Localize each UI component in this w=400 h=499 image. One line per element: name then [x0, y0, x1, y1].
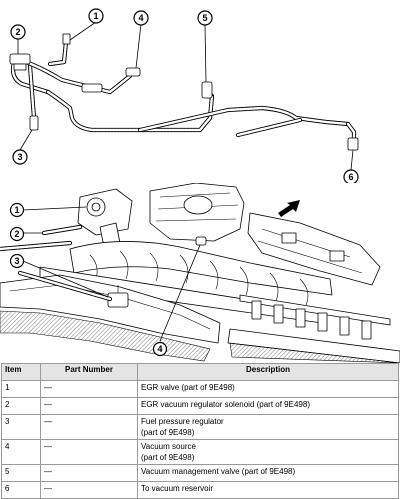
description-line: EGR valve (part of 9E498)	[141, 383, 235, 392]
callout-2: 2	[10, 24, 26, 40]
table-row: 6 — To vacuum reservoir	[1, 481, 399, 499]
table-row: 1 — EGR valve (part of 9E498)	[1, 380, 399, 398]
cylinder-head	[0, 274, 221, 362]
callout-4: 4	[133, 10, 149, 26]
callout-1: 1	[88, 8, 104, 24]
description-line: To vacuum reservoir	[141, 484, 214, 493]
hose-junction	[81, 83, 103, 93]
fpr-fitting	[29, 115, 39, 131]
row-item: 5	[1, 464, 41, 482]
description-line: (part of 9E498)	[141, 428, 195, 437]
callout-3: 3	[12, 149, 28, 165]
vacuum-hose-routing-diagram: 1 2 3 4 5 6	[9, 8, 359, 183]
row-item: 2	[1, 397, 41, 415]
row-part-number: —	[40, 414, 138, 440]
row-part-number: —	[40, 439, 138, 465]
table-row: 5 — Vacuum management valve (part of 9E4…	[1, 464, 399, 482]
callout-label: 5	[202, 13, 207, 23]
intake-plenum	[149, 183, 245, 242]
engine-vacuum-hoses	[0, 224, 113, 302]
row-item: 6	[1, 481, 41, 499]
callout-label: 6	[348, 172, 353, 182]
callout-6: 6	[343, 169, 359, 183]
vacuum-source	[195, 236, 207, 246]
row-part-number: —	[40, 464, 138, 482]
reservoir-fitting	[347, 137, 359, 151]
row-part-number: —	[40, 397, 138, 415]
egr-valve-assembly	[77, 188, 133, 248]
description-line: Vacuum source	[141, 442, 196, 451]
row-description: Vacuum source (part of 9E498)	[137, 439, 399, 465]
row-description: Vacuum management valve (part of 9E498)	[137, 464, 399, 482]
callout-label: 2	[14, 229, 19, 239]
table-row: 4 — Vacuum source (part of 9E498)	[1, 439, 399, 465]
vmv-fitting	[201, 81, 213, 99]
row-part-number: —	[40, 380, 138, 398]
right-bank-components	[247, 212, 381, 286]
table-row: 3 — Fuel pressure regulator (part of 9E49…	[1, 414, 399, 440]
row-item: 1	[1, 380, 41, 398]
leader-lines	[17, 21, 354, 171]
description-line: Fuel pressure regulator	[141, 417, 224, 426]
callout-label: 1	[93, 11, 98, 21]
front-direction-arrow-icon	[278, 200, 300, 217]
row-part-number: —	[40, 481, 138, 499]
intake-runners	[39, 241, 333, 324]
header-item: Item	[1, 363, 41, 381]
callout-label: 3	[17, 152, 22, 162]
callout-5: 5	[197, 10, 213, 26]
engine-leader-lines	[22, 206, 201, 342]
callout-label: 3	[14, 256, 19, 266]
callout-label: 2	[15, 27, 20, 37]
row-description: EGR valve (part of 9E498)	[137, 380, 399, 398]
table-row: 2 — EGR vacuum regulator solenoid (part …	[1, 397, 399, 415]
header-description: Description	[137, 363, 399, 381]
description-line: Vacuum management valve (part of 9E498)	[141, 467, 296, 476]
vacuum-source-fitting	[125, 67, 141, 77]
egr-solenoid-fitting	[9, 53, 31, 65]
row-description: To vacuum reservoir	[137, 481, 399, 499]
row-item: 4	[1, 439, 41, 465]
hose-fittings	[9, 33, 359, 151]
engine-callout-3: 3	[9, 253, 25, 269]
row-description: Fuel pressure regulator (part of 9E498)	[137, 414, 399, 440]
callout-label: 4	[157, 344, 162, 354]
table-header-row: Item Part Number Description	[1, 363, 399, 381]
fuel-pressure-regulator	[107, 285, 129, 308]
description-line: EGR vacuum regulator solenoid (part of 9…	[141, 400, 310, 409]
row-item: 3	[1, 414, 41, 440]
egr-valve-fitting	[62, 33, 71, 45]
description-line: (part of 9E498)	[141, 453, 195, 462]
callout-label: 1	[14, 205, 19, 215]
row-description: EGR vacuum regulator solenoid (part of 9…	[137, 397, 399, 415]
header-part-number: Part Number	[40, 363, 138, 381]
vacuum-hoses	[10, 39, 357, 145]
engine-callout-4: 4	[152, 341, 168, 357]
callout-label: 4	[138, 13, 143, 23]
engine-illustration: 1 2 3 4	[0, 183, 400, 363]
egr-solenoid-port	[13, 63, 27, 71]
parts-legend-table: Item Part Number Description 1 — EGR val…	[1, 363, 399, 499]
engine-callout-2: 2	[9, 226, 25, 242]
fuel-rail	[227, 294, 400, 363]
engine-callout-1: 1	[9, 202, 25, 218]
